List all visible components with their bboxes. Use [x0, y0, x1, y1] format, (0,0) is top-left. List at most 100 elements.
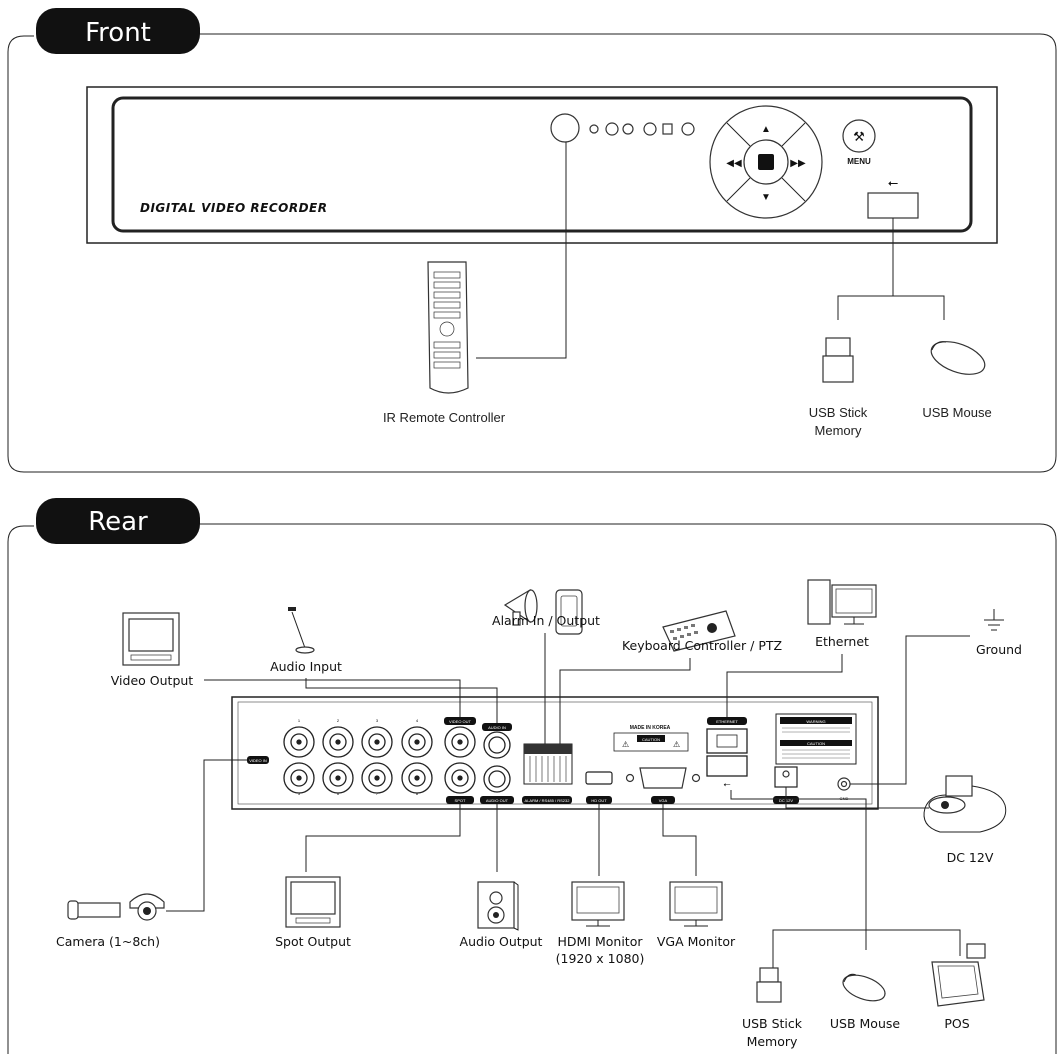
usb-icon: ⭠ [888, 175, 898, 190]
dvr-rear-panel: VIDEO IN 1 2 3 4 5 6 7 8 VIDEO OUT SPOT [231, 696, 879, 810]
vga-monitor-label: VGA Monitor [657, 934, 736, 949]
down-arrow-icon[interactable]: ▼ [761, 192, 771, 203]
rca-connectors[interactable] [483, 731, 511, 793]
usb-mouse-front [930, 341, 986, 375]
keyboard-ptz-label-visible: Keyboard Controller / PTZ [622, 638, 782, 653]
alarm-terminal-block[interactable] [523, 743, 573, 785]
power-adapter-icon [923, 775, 1007, 833]
usb-front-connector-line [837, 295, 945, 320]
up-arrow-icon[interactable]: ▲ [761, 124, 771, 135]
usb-mouse-label: USB Mouse [922, 405, 991, 420]
ir-connector-line [476, 142, 567, 359]
front-tab [36, 8, 200, 54]
ch4-label: 4 [416, 718, 419, 723]
speaker-icon [477, 881, 519, 931]
camera-label: Camera (1~8ch) [56, 934, 160, 949]
usb-rear-line [730, 790, 867, 930]
ir-remote-controller [427, 261, 469, 394]
warning-label: WARNING [806, 719, 825, 724]
dc-line [785, 787, 929, 809]
caution-sticker-label: CAUTION [807, 741, 825, 746]
keyboard-controller-icon [662, 610, 736, 652]
video-output-label: Video Output [111, 673, 194, 688]
computer-icon [807, 579, 877, 625]
dc12v-label: DC 12V [947, 850, 994, 865]
rear-title: Rear [88, 507, 148, 537]
dvr-front-panel: DIGITAL VIDEO RECORDER ▲ ▼ ◀◀ ▶▶ ⚒ MENU [86, 86, 998, 244]
usb-port-front[interactable] [867, 192, 919, 219]
camera-line [166, 759, 247, 912]
usb-mouse-rear [842, 973, 886, 1002]
tools-icon: ⚒ [853, 129, 865, 144]
hdmi-monitor-label-2: (1920 x 1080) [556, 951, 645, 966]
keyboard-ptz-line [559, 658, 691, 744]
alarm-label: ALARM / RS485 / RS232 [525, 798, 571, 803]
rewind-icon[interactable]: ◀◀ [726, 158, 742, 169]
ground-symbol-icon [984, 609, 1004, 631]
video-in-label: VIDEO IN [249, 758, 267, 763]
usb-stick-rear-label-1: USB Stick [742, 1016, 803, 1031]
enter-button-icon[interactable] [758, 154, 774, 170]
spot-output-label: Spot Output [275, 934, 351, 949]
usb-stick-label-1: USB Stick [809, 405, 868, 420]
warning-triangle-icon-2: ⚠ [673, 740, 680, 749]
usb-mouse-rear-label: USB Mouse [830, 1016, 901, 1031]
menu-button[interactable] [842, 119, 876, 153]
hdmi-monitor-label-1: HDMI Monitor [558, 934, 644, 949]
video-output-line [204, 679, 461, 717]
audio-output-label: Audio Output [460, 934, 543, 949]
fast-forward-icon[interactable]: ▶▶ [790, 158, 806, 169]
hd-out-label: HD OUT [591, 798, 607, 803]
ir-remote-label: IR Remote Controller [383, 410, 506, 425]
usb-stick-label-2: Memory [815, 423, 862, 438]
ethernet-port[interactable] [706, 728, 748, 754]
pos-terminal-icon [931, 943, 986, 1007]
hdmi-port[interactable] [585, 771, 613, 785]
vga-label: VGA [659, 798, 668, 803]
ch3-label: 3 [376, 718, 379, 723]
navigation-pad[interactable]: ▲ ▼ ◀◀ ▶▶ [709, 105, 823, 219]
front-section: Front [7, 8, 1057, 473]
vga-line [662, 804, 697, 876]
usb-rear-icon: ⭠ [723, 779, 730, 789]
front-title: Front [85, 18, 151, 48]
rear-tab [36, 498, 200, 544]
ethernet-label: Ethernet [815, 634, 869, 649]
video-out-label: VIDEO OUT [449, 719, 472, 724]
ground-line [850, 635, 970, 785]
caution-label: CAUTION [642, 737, 660, 742]
warning-sticker: WARNING CAUTION [775, 713, 857, 765]
ir-receiver [550, 113, 580, 143]
camera-icons [67, 893, 165, 921]
menu-label: MENU [847, 157, 871, 166]
audio-in-label: AUDIO IN [488, 725, 506, 730]
spot-output-monitor [285, 876, 341, 928]
warning-triangle-icon: ⚠ [622, 740, 629, 749]
rear-section: Rear [7, 498, 1057, 1054]
alarm-io-label: Alarm In / Output [492, 613, 600, 628]
microphone-icon [288, 607, 315, 654]
siren-icon [503, 588, 538, 626]
usb-stick-rear-label-2: Memory [747, 1034, 798, 1049]
video-output-monitor [122, 612, 180, 666]
usb-stick-rear [756, 967, 782, 1003]
ethernet-port-label: ETHERNET [716, 719, 738, 724]
spot-label: SPOT [455, 798, 466, 803]
vga-monitor-icon [669, 881, 723, 927]
dvr-brand-text: DIGITAL VIDEO RECORDER [140, 201, 327, 215]
pir-sensor-icon [555, 589, 583, 635]
ground-label: Ground [976, 642, 1022, 657]
vga-port[interactable] [625, 767, 701, 789]
pos-label: POS [944, 1016, 969, 1031]
status-leds [589, 122, 695, 136]
usb-port-rear[interactable] [706, 755, 748, 777]
ch2-label: 2 [337, 718, 340, 723]
audio-out-label: AUDIO OUT [486, 798, 509, 803]
spot-line [305, 804, 461, 872]
ch1-label: 1 [298, 718, 301, 723]
made-in-korea-label: MADE IN KOREA [630, 725, 671, 731]
audio-input-line [305, 678, 498, 723]
usb-stick-front [822, 337, 854, 383]
bnc-connectors[interactable] [283, 726, 476, 794]
